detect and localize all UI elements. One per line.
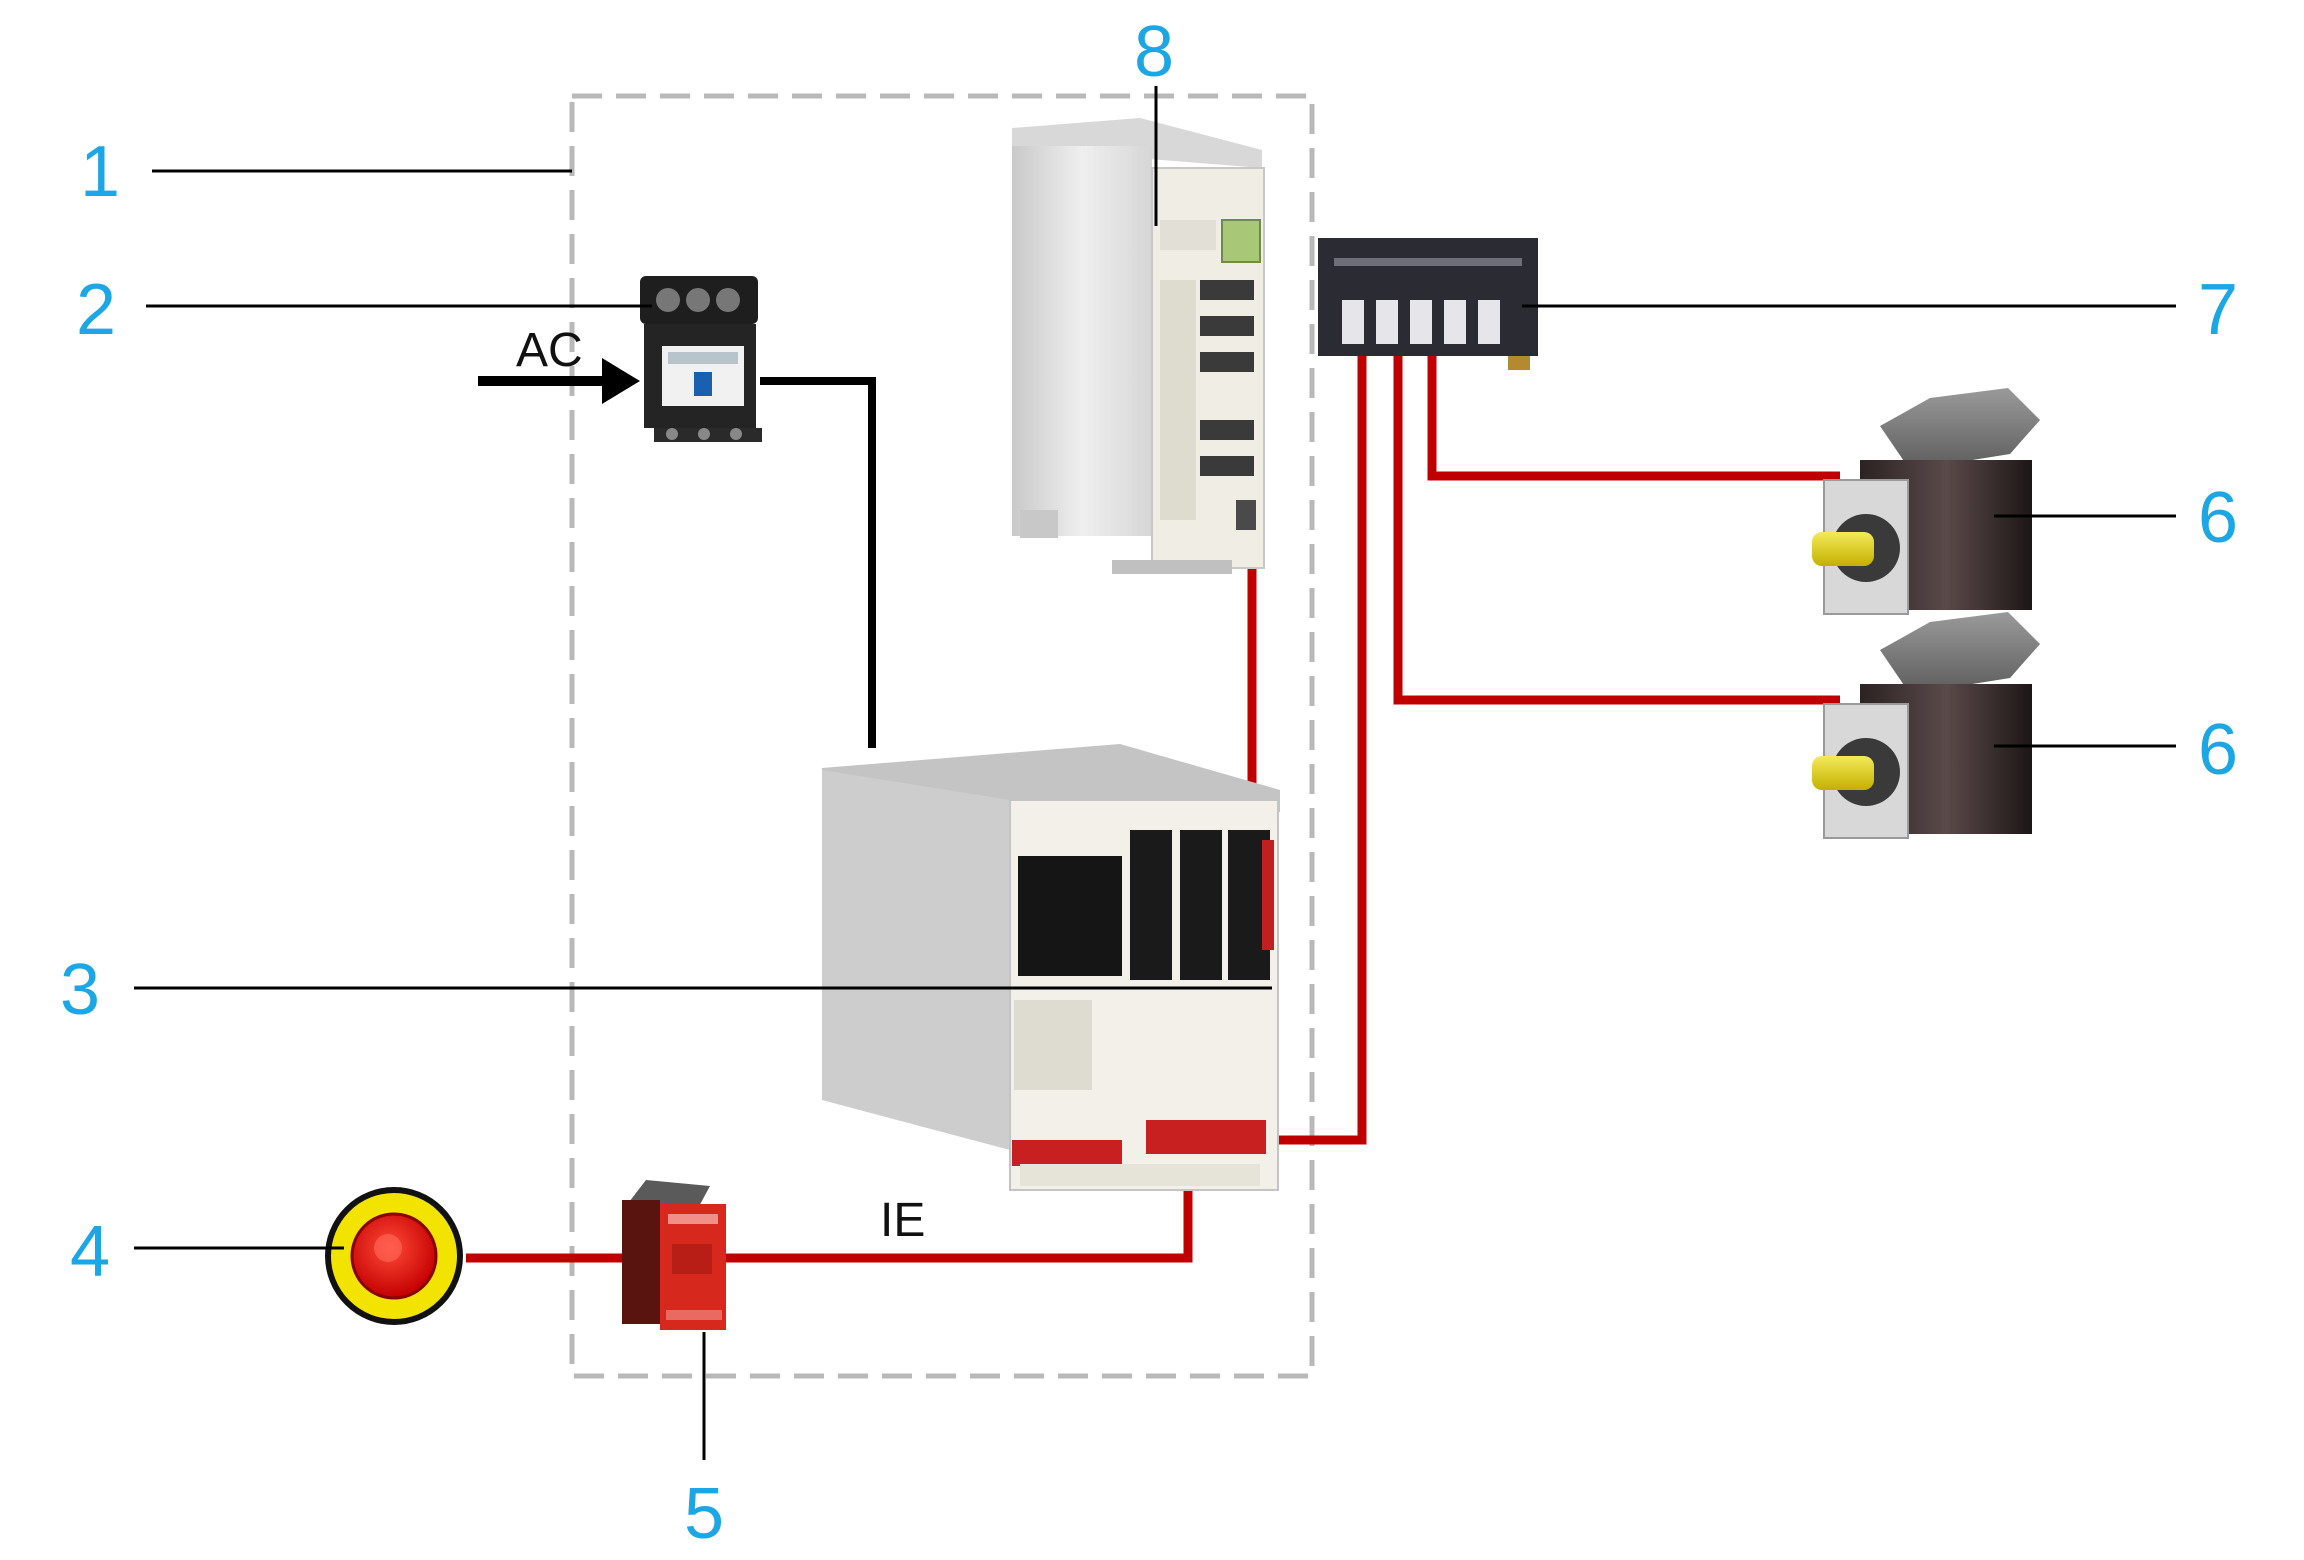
motion-controller [1012,118,1265,574]
callout-1: 1 [80,132,120,212]
emergency-stop [325,1187,463,1325]
callout-5: 5 [684,1474,724,1554]
drive-to-hub-cable [1240,352,1367,1145]
power-cable [760,377,876,748]
servo-motor-1 [1812,388,2040,615]
callout-6b: 6 [2198,710,2238,790]
callout-3: 3 [60,950,100,1030]
servo-drive [822,744,1280,1191]
leader-lines [134,86,2176,1460]
callout-7: 7 [2198,270,2238,350]
callout-2: 2 [76,270,116,350]
servo-motor-2 [1812,612,2040,839]
hub-to-motor-2-cable [1393,352,1840,705]
enclosure-boundary [569,93,1315,1379]
hub-to-motor-1-cable [1427,352,1840,481]
callout-6a: 6 [2198,478,2238,558]
callout-8: 8 [1134,12,1174,92]
callout-4: 4 [70,1212,110,1292]
ie-label: IE [880,1194,925,1247]
safety-module [622,1180,726,1330]
connection-hub [1318,238,1538,370]
contactor [640,276,762,442]
ac-label: AC [516,324,583,377]
ac-arrow-head [602,358,640,404]
